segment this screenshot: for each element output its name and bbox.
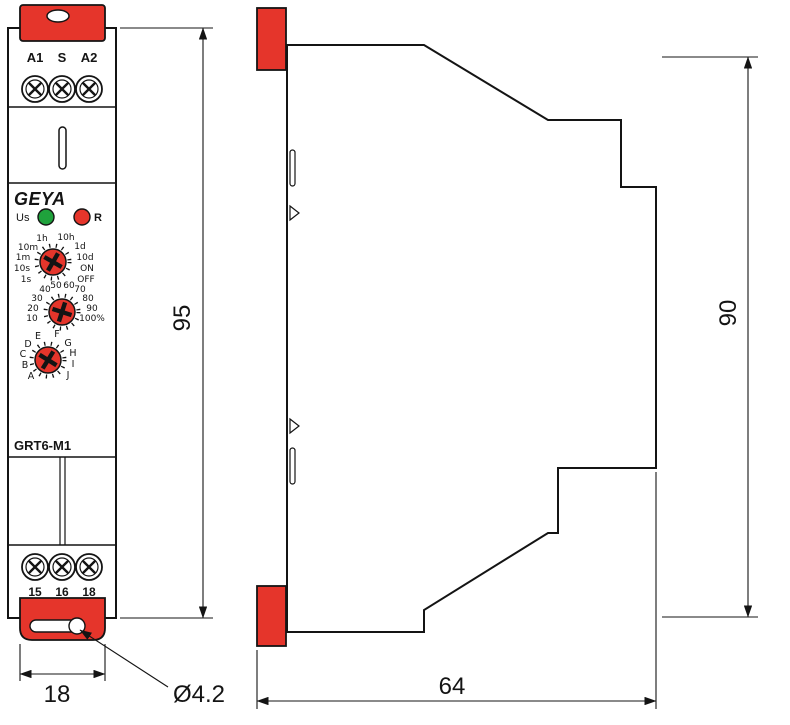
dial3-scale-label: I: [72, 359, 75, 370]
terminal-label-a1: A1: [27, 50, 44, 65]
dial2-scale-label: 80: [82, 294, 94, 304]
dial1-scale-label: 1h: [36, 234, 47, 244]
dial2-scale-label: 50: [50, 281, 62, 291]
terminal-label-s: S: [58, 50, 67, 65]
terminal-label-15: 15: [28, 585, 42, 599]
front-vent-slot: [58, 126, 67, 170]
side-top-clip: [256, 7, 287, 71]
dim-value-95: 95: [169, 305, 196, 332]
dial3-scale-label: E: [35, 331, 41, 342]
dial2-scale-label: 70: [74, 285, 86, 295]
dial1-scale-label: 10d: [76, 253, 93, 263]
dim-depth: 64: [256, 472, 657, 709]
side-view: [256, 7, 657, 647]
front-view: A1 S A2 GEYA Us R 1h 10h 10m 1m 10s: [7, 4, 117, 641]
bottom-terminal-block: 15 16 18: [20, 552, 104, 599]
fine-scale-dial[interactable]: 40 50 60 70 30 20 10 80 90 100%: [26, 281, 105, 331]
brand-logo: GEYA: [14, 189, 66, 209]
dial3-scale-label: B: [22, 360, 29, 371]
terminal-label-18: 18: [82, 585, 96, 599]
dial3-scale-label: F: [54, 329, 59, 340]
knob-cross-pointer: [51, 301, 73, 323]
dial2-scale-label: 20: [27, 304, 39, 314]
dial2-scale-label: 60: [63, 281, 75, 291]
dial3-scale-label: G: [64, 338, 71, 349]
dial2-scale-label: 10: [26, 314, 38, 324]
dial1-scale-label: 10h: [57, 233, 74, 243]
clip-lever-notch-upper: [289, 204, 300, 222]
power-led-green: [37, 208, 55, 226]
terminal-label-16: 16: [55, 585, 69, 599]
dial2-scale-label: 30: [31, 294, 43, 304]
screw-terminal-icon: [20, 74, 50, 104]
dim-width: 18: [19, 644, 106, 708]
model-label: GRT6-M1: [14, 438, 71, 453]
top-mounting-clip: [19, 4, 106, 42]
screw-terminal-icon: [47, 74, 77, 104]
relay-led-red: [73, 208, 91, 226]
screw-terminal-icon: [20, 552, 50, 582]
led-us-label: Us: [16, 212, 30, 224]
dim-side-height: 90: [662, 56, 758, 618]
screw-terminal-icon: [74, 74, 104, 104]
screw-terminal-icon: [74, 552, 104, 582]
dial3-scale-label: D: [24, 339, 31, 350]
clip-lever-notch-lower: [289, 417, 300, 435]
dial3-scale-label: H: [69, 348, 76, 359]
dial1-scale-label: ON: [80, 264, 94, 274]
dial1-scale-label: 10m: [18, 243, 38, 253]
knob-cross-pointer: [43, 252, 63, 272]
knob-cross-pointer: [38, 350, 58, 370]
side-body-outline: [286, 44, 657, 633]
terminal-label-a2: A2: [81, 50, 98, 65]
dial1-scale-label: 1s: [21, 275, 32, 285]
led-r-label: R: [94, 212, 102, 224]
dial2-scale-label: 90: [86, 304, 98, 314]
dim-front-height: 95: [120, 27, 213, 619]
side-slot-upper: [289, 149, 296, 187]
leader-line: [79, 629, 169, 688]
screw-terminal-icon: [47, 552, 77, 582]
time-range-dial[interactable]: 1h 10h 10m 1m 10s 1s 1d 10d ON OFF: [14, 233, 95, 285]
dial1-scale-label: 1d: [74, 242, 85, 252]
hole-diameter-callout: Ø4.2: [79, 629, 225, 708]
dial3-scale-label: C: [20, 349, 27, 360]
dial3-scale-label: J: [66, 370, 70, 381]
top-terminal-block: A1 S A2: [20, 50, 104, 104]
function-dial[interactable]: E F D C B A G H I J: [20, 329, 77, 382]
dial1-scale-label: OFF: [77, 275, 94, 285]
side-bottom-clip: [256, 585, 287, 647]
dim-value-18: 18: [44, 681, 71, 708]
dial2-scale-label: 100%: [79, 314, 105, 324]
dim-value-hole: Ø4.2: [173, 681, 225, 708]
dial2-scale-label: 40: [39, 285, 51, 295]
bottom-mounting-clip: [19, 597, 106, 641]
dial3-scale-label: A: [28, 371, 35, 382]
dim-value-64: 64: [439, 673, 466, 700]
dim-value-90: 90: [715, 300, 742, 327]
led-indicators: Us R: [16, 208, 102, 226]
clip-oval-hole: [46, 9, 70, 23]
side-slot-lower: [289, 447, 296, 485]
dial1-scale-label: 1m: [16, 253, 31, 263]
dial1-scale-label: 10s: [14, 264, 30, 274]
dimension-annotations: 95 90 64 18 Ø4.2: [19, 27, 758, 709]
